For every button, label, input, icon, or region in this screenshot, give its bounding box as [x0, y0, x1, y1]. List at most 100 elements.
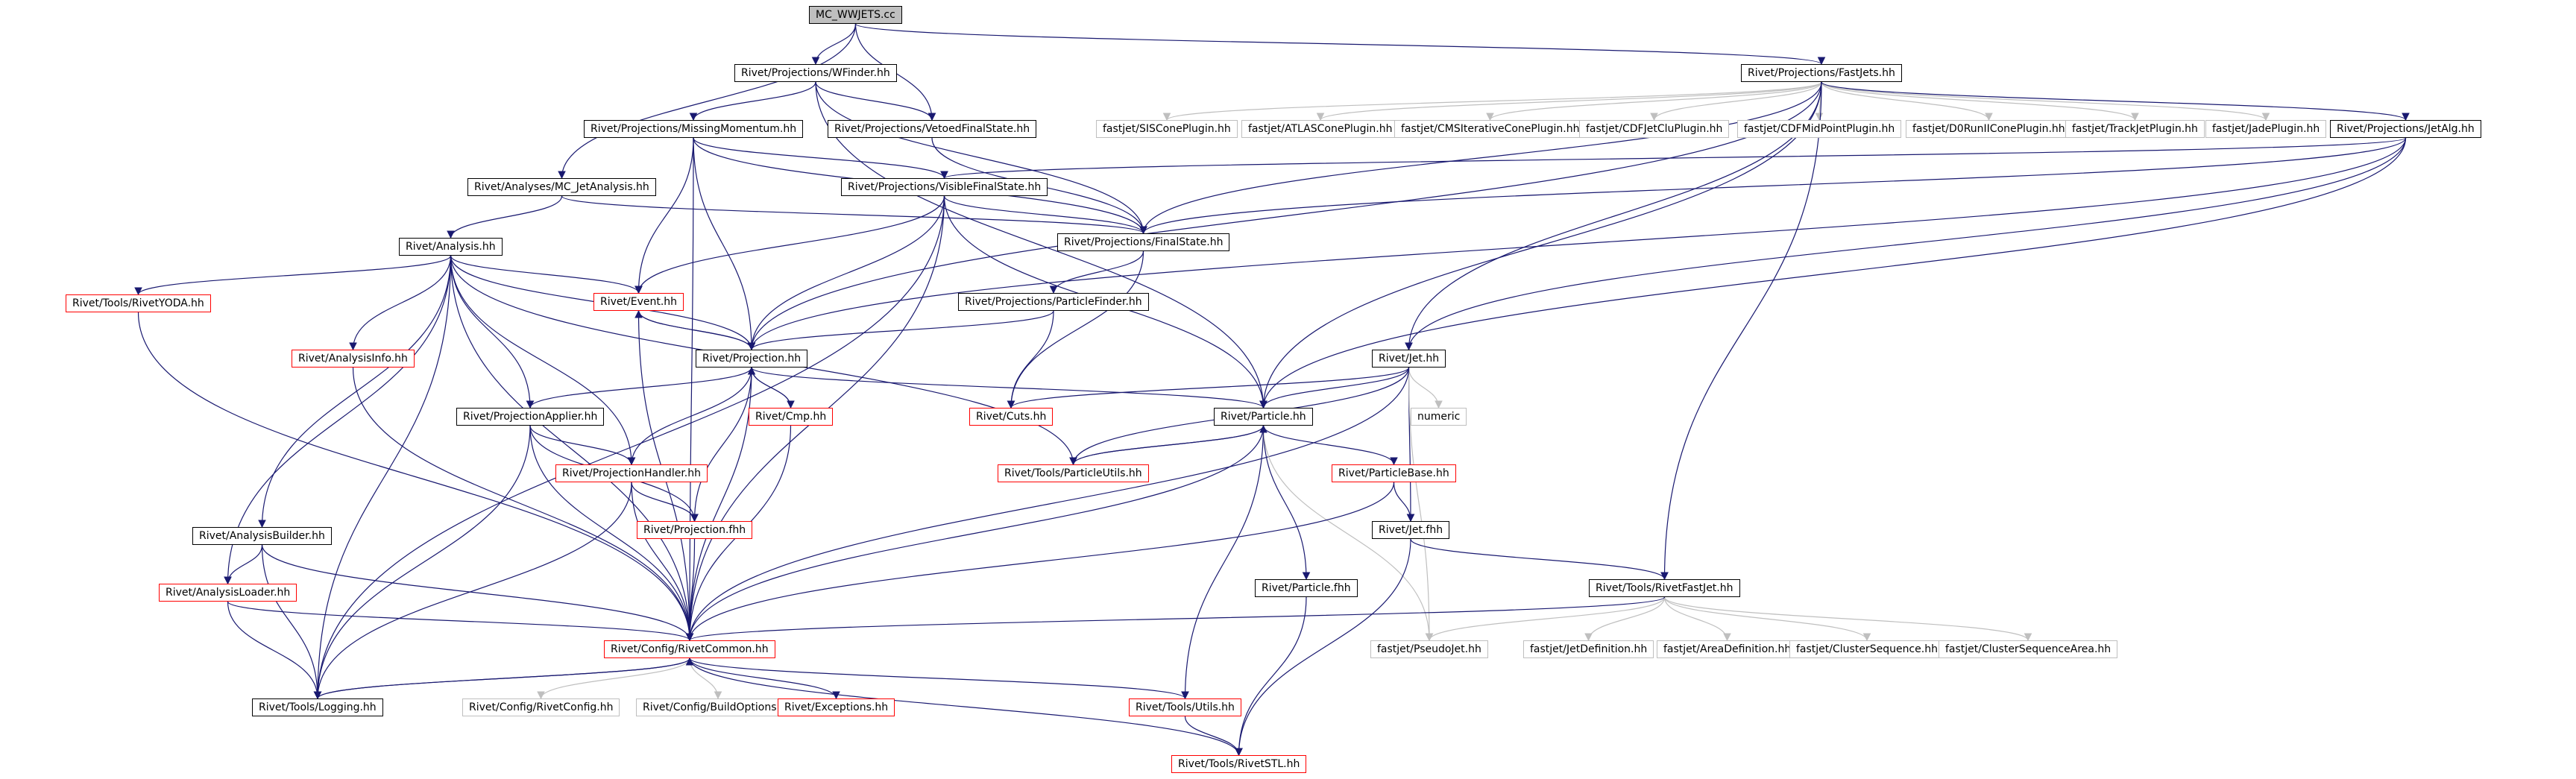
- edge-visiblefinalstate-to-finalstate: [943, 195, 1147, 235]
- edge-missingmomentum-to-rivetcommon: [685, 137, 694, 642]
- edge-fastjets-to-cmsiterative: [1486, 81, 1822, 122]
- node-missingmomentum[interactable]: Rivet/Projections/MissingMomentum.hh: [584, 120, 804, 138]
- node-analysisbuilder[interactable]: Rivet/AnalysisBuilder.hh: [192, 527, 332, 545]
- edge-analysis-to-analysisinfo: [349, 255, 452, 351]
- edge-analysis-to-event: [450, 255, 643, 294]
- edge-projection-to-particle: [751, 367, 1267, 409]
- node-analysisinfo[interactable]: Rivet/AnalysisInfo.hh: [292, 350, 415, 368]
- edge-analysisinfo-to-rivetcommon: [352, 367, 694, 642]
- edge-projectionapplier-to-rivetcommon: [529, 425, 694, 642]
- node-projectionapplier[interactable]: Rivet/ProjectionApplier.hh: [456, 408, 605, 426]
- node-mcjetanalysis[interactable]: Rivet/Analyses/MC_JetAnalysis.hh: [467, 178, 656, 196]
- edge-rivetfastjet-to-jetdefinition: [1584, 596, 1666, 642]
- edge-rivetfastjet-to-areadefinition: [1663, 596, 1731, 642]
- edge-particle-to-utils: [1181, 425, 1265, 700]
- node-vetoedfinalstate[interactable]: Rivet/Projections/VetoedFinalState.hh: [828, 120, 1037, 138]
- node-jetdefinition[interactable]: fastjet/JetDefinition.hh: [1523, 640, 1654, 658]
- node-particlefhh[interactable]: Rivet/Particle.fhh: [1255, 579, 1358, 597]
- edge-analysisbuilder-to-analysisloader: [224, 544, 263, 585]
- edge-particlefinder-to-projection: [747, 310, 1054, 351]
- node-jetfhh[interactable]: Rivet/Jet.fhh: [1372, 521, 1450, 539]
- node-cmp[interactable]: Rivet/Cmp.hh: [749, 408, 834, 426]
- node-projectionhandler[interactable]: Rivet/ProjectionHandler.hh: [555, 464, 708, 482]
- node-buildoptions[interactable]: Rivet/Config/BuildOptions.hh: [636, 698, 800, 716]
- node-projectionfhh[interactable]: Rivet/Projection.fhh: [637, 521, 753, 539]
- node-particlebase[interactable]: Rivet/ParticleBase.hh: [1332, 464, 1456, 482]
- edge-jetalg-to-particle: [1259, 137, 2407, 409]
- edge-projection-to-projectionhandler: [627, 367, 752, 466]
- node-particleutils[interactable]: Rivet/Tools/ParticleUtils.hh: [998, 464, 1149, 482]
- edge-jetalg-to-finalstate: [1139, 137, 2407, 235]
- node-clustersequence[interactable]: fastjet/ClusterSequence.hh: [1789, 640, 1944, 658]
- node-logging[interactable]: Rivet/Tools/Logging.hh: [252, 698, 383, 716]
- edge-fastjets-to-atlascone: [1316, 81, 1822, 122]
- node-projection[interactable]: Rivet/Projection.hh: [696, 350, 808, 368]
- edge-rivetfastjet-to-pseudojet: [1425, 596, 1666, 642]
- node-event[interactable]: Rivet/Event.hh: [593, 293, 684, 311]
- edge-analysis-to-rivetyoda: [134, 255, 452, 296]
- edge-rivetcommon-to-rivetstl: [689, 657, 1243, 757]
- node-atlascone[interactable]: fastjet/ATLASConePlugin.hh: [1241, 120, 1399, 138]
- node-rivetyoda[interactable]: Rivet/Tools/RivetYODA.hh: [66, 294, 211, 312]
- node-particlefinder[interactable]: Rivet/Projections/ParticleFinder.hh: [958, 293, 1149, 311]
- edge-fastjets-to-jetalg: [1821, 81, 2410, 122]
- edge-projectionhandler-to-logging: [313, 482, 632, 700]
- edge-fastjets-to-jade: [1821, 81, 2270, 122]
- node-rivetstl[interactable]: Rivet/Tools/RivetSTL.hh: [1171, 755, 1307, 773]
- edge-particlefhh-to-rivetstl: [1235, 596, 1307, 757]
- node-analysisloader[interactable]: Rivet/AnalysisLoader.hh: [159, 584, 297, 602]
- edge-wfinder-to-missingmomentum: [689, 81, 816, 122]
- edge-jetalg-to-projection: [747, 137, 2407, 351]
- node-numeric[interactable]: numeric: [1411, 408, 1467, 426]
- node-trackjet[interactable]: fastjet/TrackJetPlugin.hh: [2065, 120, 2205, 138]
- edge-visiblefinalstate-to-projection: [747, 195, 945, 351]
- edge-projectionapplier-to-projectionhandler: [529, 425, 636, 466]
- edge-particle-to-particlebase: [1262, 425, 1398, 466]
- edge-finalstate-to-cuts: [1007, 250, 1144, 409]
- node-jet[interactable]: Rivet/Jet.hh: [1372, 350, 1446, 368]
- node-exceptions[interactable]: Rivet/Exceptions.hh: [778, 698, 895, 716]
- edge-rivetfastjet-to-rivetcommon: [686, 596, 1666, 642]
- node-analysis[interactable]: Rivet/Analysis.hh: [399, 238, 503, 256]
- edge-projection-to-projectionapplier: [526, 367, 752, 409]
- node-d0run[interactable]: fastjet/D0RunIIConePlugin.hh: [1906, 120, 2072, 138]
- node-utils[interactable]: Rivet/Tools/Utils.hh: [1129, 698, 1241, 716]
- edge-particlebase-to-rivetcommon: [685, 482, 1395, 642]
- node-rivetcommon[interactable]: Rivet/Config/RivetCommon.hh: [604, 640, 775, 658]
- node-root[interactable]: MC_WWJETS.cc: [809, 6, 902, 24]
- node-cdfjetclu[interactable]: fastjet/CDFJetCluPlugin.hh: [1579, 120, 1730, 138]
- edge-particlefinder-to-cuts: [1007, 310, 1054, 409]
- edge-fastjets-to-finalstate: [1139, 81, 1822, 235]
- node-finalstate[interactable]: Rivet/Projections/FinalState.hh: [1057, 233, 1230, 251]
- node-cuts[interactable]: Rivet/Cuts.hh: [969, 408, 1054, 426]
- edge-projectionapplier-to-logging: [313, 425, 531, 700]
- node-clustersequencearea[interactable]: fastjet/ClusterSequenceArea.hh: [1939, 640, 2118, 658]
- node-jade[interactable]: fastjet/JadePlugin.hh: [2205, 120, 2327, 138]
- edge-rivetcommon-to-utils: [689, 657, 1189, 700]
- edge-analysisbuilder-to-rivetcommon: [261, 544, 694, 642]
- edge-root-to-mcjetanalysis: [558, 23, 857, 180]
- edge-mcjetanalysis-to-finalstate: [561, 195, 1147, 235]
- node-wfinder[interactable]: Rivet/Projections/WFinder.hh: [734, 64, 897, 82]
- edge-analysisloader-to-rivetcommon: [227, 601, 694, 642]
- node-areadefinition[interactable]: fastjet/AreaDefinition.hh: [1657, 640, 1798, 658]
- edge-analysisbuilder-to-logging: [261, 544, 322, 700]
- node-rivetfastjet[interactable]: Rivet/Tools/RivetFastJet.hh: [1589, 579, 1740, 597]
- edge-finalstate-to-particlefinder: [1049, 250, 1144, 294]
- edge-fastjets-to-trackjet: [1821, 81, 2139, 122]
- node-jetalg[interactable]: Rivet/Projections/JetAlg.hh: [2330, 120, 2481, 138]
- node-particle[interactable]: Rivet/Particle.hh: [1214, 408, 1313, 426]
- node-rivetconfig[interactable]: Rivet/Config/RivetConfig.hh: [462, 698, 620, 716]
- node-visiblefinalstate[interactable]: Rivet/Projections/VisibleFinalState.hh: [841, 178, 1048, 196]
- node-pseudojet[interactable]: fastjet/PseudoJet.hh: [1370, 640, 1488, 658]
- edge-fastjets-to-d0run: [1821, 81, 1993, 122]
- edge-rivetcommon-to-buildoptions: [689, 657, 722, 700]
- edge-jetfhh-to-rivetfastjet: [1410, 538, 1669, 581]
- node-fastjets[interactable]: Rivet/Projections/FastJets.hh: [1741, 64, 1902, 82]
- node-siscone[interactable]: fastjet/SISConePlugin.hh: [1096, 120, 1238, 138]
- edge-analysis-to-logging: [313, 255, 452, 700]
- edge-utils-to-rivetstl: [1184, 716, 1243, 757]
- edge-projectionhandler-to-projectionfhh: [631, 482, 699, 523]
- node-cdfmidpoint[interactable]: fastjet/CDFMidPointPlugin.hh: [1737, 120, 1902, 138]
- node-cmsiterative[interactable]: fastjet/CMSIterativeConePlugin.hh: [1394, 120, 1587, 138]
